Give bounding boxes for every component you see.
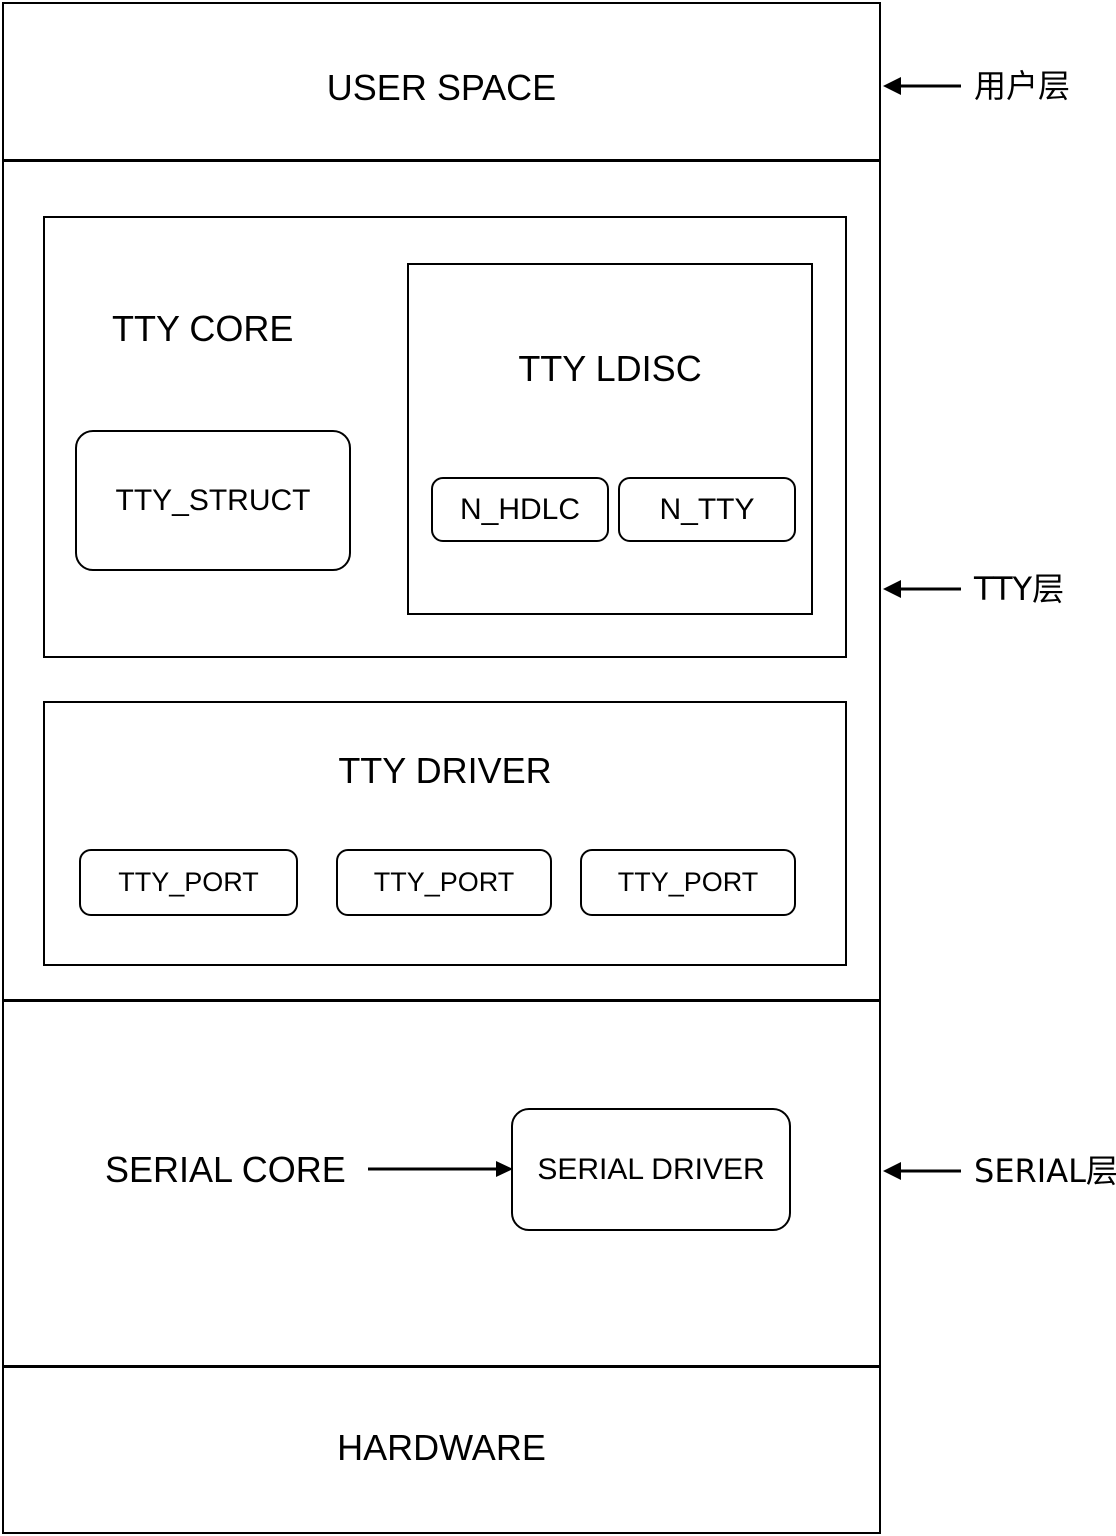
ldisc-n-tty-label: N_TTY: [659, 492, 755, 526]
serial-core-label: SERIAL CORE: [105, 1149, 346, 1190]
user-space-divider: [2, 159, 881, 162]
serial-hardware-divider: [2, 1365, 881, 1368]
tty-ldisc-label: TTY LDISC: [518, 348, 702, 389]
ldisc-n-hdlc-box: N_HDLC: [431, 477, 609, 542]
annotation-arrow-user-space: [883, 77, 961, 95]
tty-ldisc-box: [407, 263, 813, 615]
tty-port-label: TTY_PORT: [617, 867, 759, 897]
annotation-label-tty: TTY层: [974, 570, 1065, 608]
serial-driver-label: SERIAL DRIVER: [537, 1152, 765, 1186]
tty-port-label: TTY_PORT: [118, 867, 259, 897]
tty-core-box: [43, 216, 847, 658]
ldisc-n-tty-box: N_TTY: [618, 477, 796, 542]
serial-core-to-driver-arrow: [368, 1161, 513, 1177]
ldisc-n-hdlc-label: N_HDLC: [459, 492, 581, 526]
user-space-label: USER SPACE: [326, 67, 557, 108]
annotation-label-user-space: 用户层: [974, 67, 1071, 105]
annotation-arrow-serial: [883, 1162, 961, 1180]
tty-struct-box: TTY_STRUCT: [75, 430, 351, 571]
annotation-arrow-tty: [883, 580, 961, 598]
tty-serial-divider: [2, 999, 881, 1002]
outer-frame: [2, 2, 881, 1534]
tty-port-label: TTY_PORT: [373, 867, 515, 897]
annotation-label-serial: SERIAL层: [974, 1152, 1116, 1190]
tty-port-box: TTY_PORT: [580, 849, 796, 916]
tty-driver-label: TTY DRIVER: [338, 750, 552, 791]
tty-driver-box: [43, 701, 847, 966]
tty-port-box: TTY_PORT: [336, 849, 552, 916]
hardware-label: HARDWARE: [337, 1427, 546, 1468]
tty-struct-label: TTY_STRUCT: [115, 483, 311, 517]
tty-port-box: TTY_PORT: [79, 849, 298, 916]
serial-driver-box: SERIAL DRIVER: [511, 1108, 791, 1231]
tty-core-label: TTY CORE: [112, 308, 294, 349]
